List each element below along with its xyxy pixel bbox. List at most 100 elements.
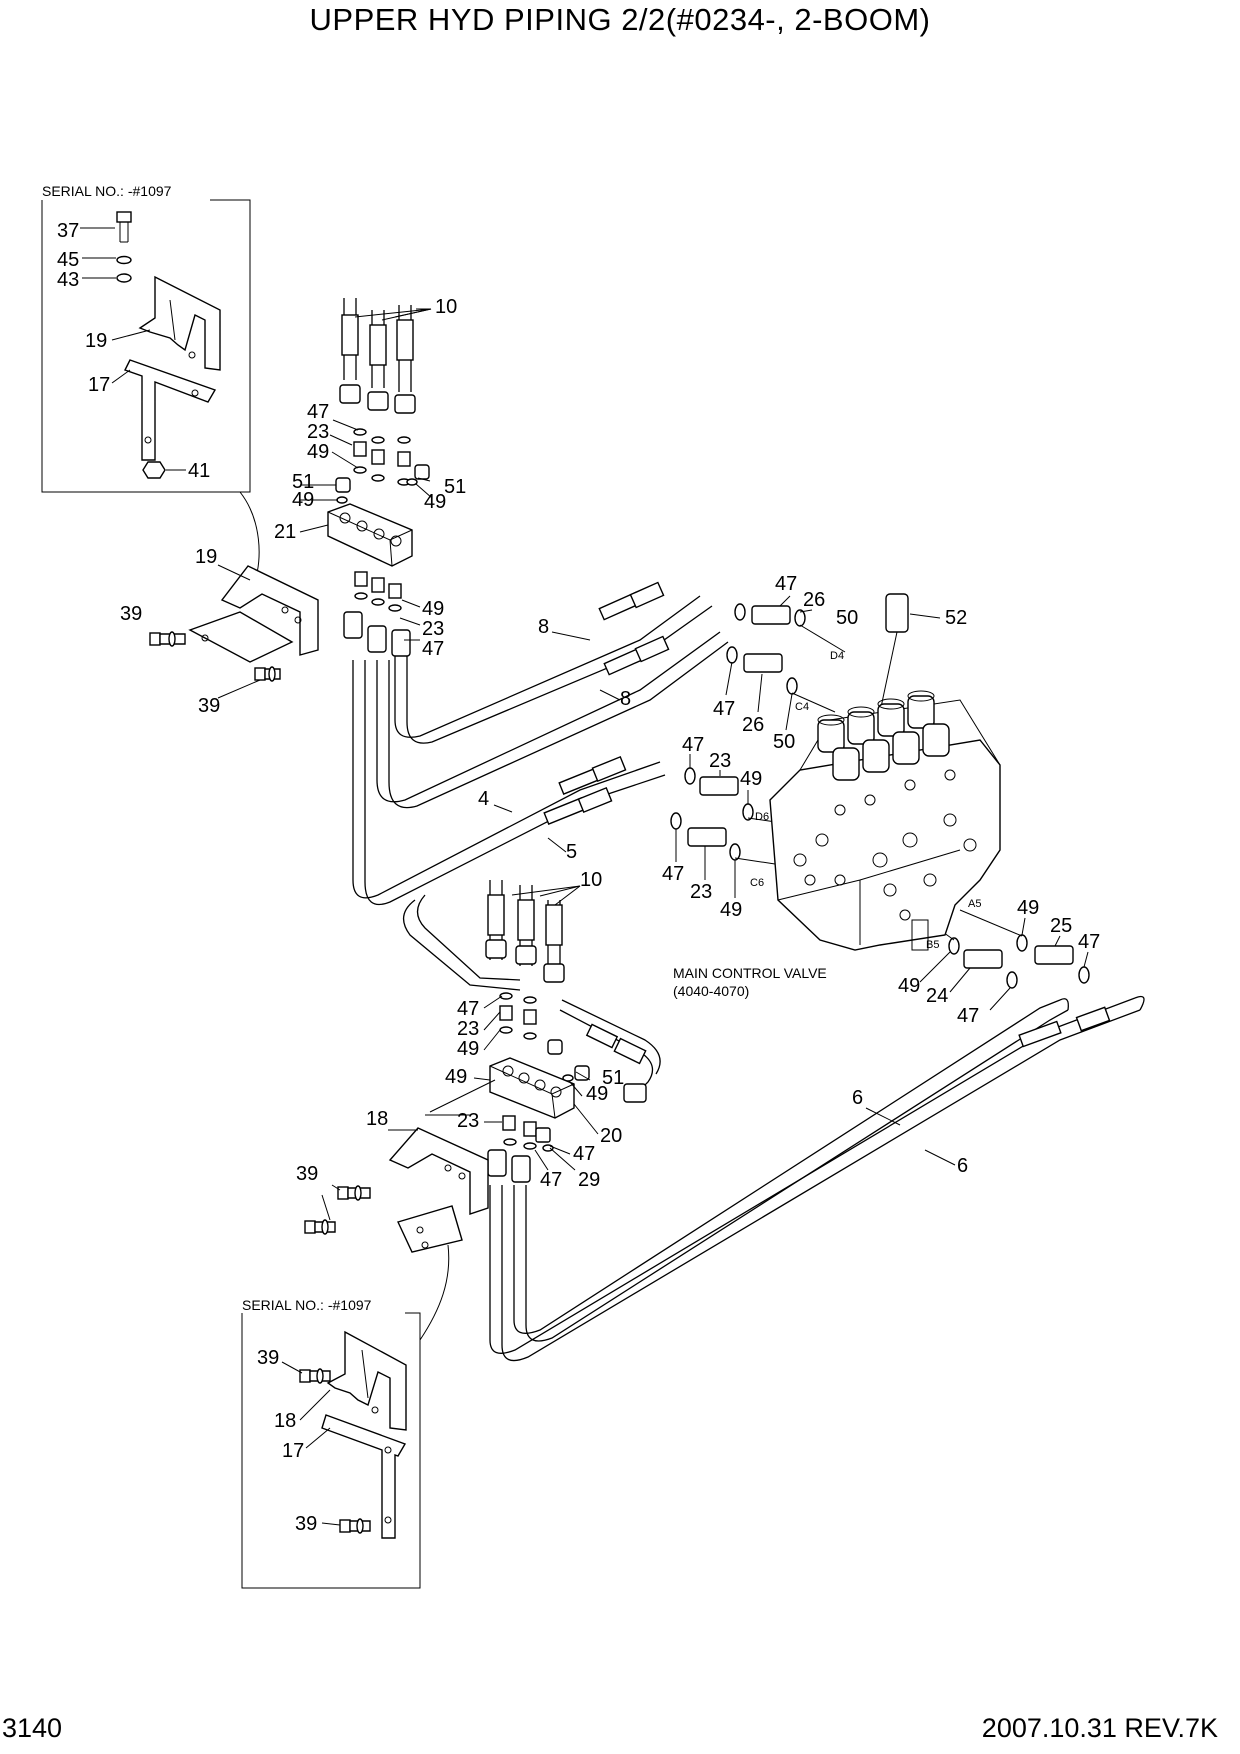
- callout: 47: [682, 734, 704, 756]
- callout: 49: [424, 491, 446, 513]
- callout: 50: [836, 607, 858, 629]
- callout: 4: [478, 788, 489, 810]
- port-label: D4: [830, 650, 844, 662]
- callout: 39: [295, 1513, 317, 1535]
- callout: 19: [195, 546, 217, 568]
- spool-caps: [817, 690, 950, 781]
- callout: 49: [898, 975, 920, 997]
- callout: 49: [740, 768, 762, 790]
- mcv-part-range: (4040-4070): [673, 983, 749, 999]
- manifold-block-21: [327, 503, 413, 567]
- upper-hose-ends: [339, 298, 416, 414]
- bolt-icon: [116, 211, 132, 243]
- callout: 19: [85, 330, 107, 352]
- callout: 47: [457, 998, 479, 1020]
- callout: 17: [88, 374, 110, 396]
- callout: 25: [1050, 915, 1072, 937]
- main-control-valve: [769, 690, 1001, 951]
- callout: 47: [573, 1143, 595, 1165]
- callout: 24: [926, 985, 948, 1007]
- port-label: D6: [755, 811, 769, 823]
- callout: 17: [282, 1440, 304, 1462]
- callout: 43: [57, 269, 79, 291]
- callout: 51: [444, 476, 466, 498]
- callout: 47: [540, 1169, 562, 1191]
- bracket-19: [149, 565, 319, 682]
- strap-icon: [321, 1414, 407, 1539]
- callout: 21: [274, 521, 296, 543]
- callout: 52: [945, 607, 967, 629]
- callout: 50: [773, 731, 795, 753]
- callout: 23: [307, 421, 329, 443]
- callout: 47: [957, 1005, 979, 1027]
- bolt-icon: [337, 1185, 371, 1201]
- callout: 39: [120, 603, 142, 625]
- sensor-plug-icon: [885, 593, 909, 633]
- callout: 5: [566, 841, 577, 863]
- strap-icon: [124, 359, 217, 461]
- bottom-inset: SERIAL NO.: -#1097: [241, 1297, 421, 1589]
- callout: 18: [366, 1108, 388, 1130]
- page-number: 3140: [2, 1713, 63, 1743]
- callout: 37: [57, 220, 79, 242]
- callout: 49: [1017, 897, 1039, 919]
- mcv-label: MAIN CONTROL VALVE: [673, 965, 827, 981]
- callout: 39: [257, 1347, 279, 1369]
- bolt-icon: [149, 631, 186, 647]
- manifold-block-20: [489, 1057, 575, 1119]
- callout: 51: [292, 471, 314, 493]
- callout: 26: [742, 714, 764, 736]
- callout: 23: [709, 750, 731, 772]
- bolt-icon: [299, 1368, 331, 1384]
- revision-stamp: 2007.10.31 REV.7K: [981, 1713, 1218, 1743]
- port-label: C6: [750, 877, 764, 889]
- callout: 41: [188, 460, 210, 482]
- bracket-18: [304, 1127, 489, 1253]
- callout: 6: [852, 1087, 863, 1109]
- callout: 47: [307, 401, 329, 423]
- bottom-inset-serial: SERIAL NO.: -#1097: [242, 1297, 372, 1313]
- callout: 47: [713, 698, 735, 720]
- callout: 51: [602, 1067, 624, 1089]
- top-inset: SERIAL NO.: -#1097: [41, 183, 251, 493]
- page-title: UPPER HYD PIPING 2/2(#0234-, 2-BOOM): [309, 2, 931, 37]
- valve-fittings: [670, 593, 1090, 989]
- nut-icon: [142, 461, 166, 479]
- port-label: B5: [926, 939, 939, 951]
- callout: 49: [445, 1066, 467, 1088]
- callout: 20: [600, 1125, 622, 1147]
- callout: 49: [586, 1083, 608, 1105]
- port-label: A5: [968, 898, 981, 910]
- callout: 8: [620, 688, 631, 710]
- callout: 45: [57, 249, 79, 271]
- bolt-icon: [339, 1518, 371, 1534]
- callout: 49: [307, 441, 329, 463]
- hose-runs: [352, 581, 1145, 1362]
- upper-fittings: [335, 428, 430, 504]
- callout: 49: [292, 489, 314, 511]
- callout: 26: [803, 589, 825, 611]
- lower-under-fittings: [487, 1115, 554, 1183]
- bracket-icon: [138, 275, 221, 371]
- callout: 39: [198, 695, 220, 717]
- upper-lower-fittings: [343, 571, 411, 657]
- callout: 49: [457, 1038, 479, 1060]
- port-label: C4: [795, 701, 809, 713]
- callout: 8: [538, 616, 549, 638]
- callout: 47: [775, 573, 797, 595]
- callout: 23: [422, 618, 444, 640]
- callout: 47: [662, 863, 684, 885]
- callout: 23: [690, 881, 712, 903]
- callout: 47: [422, 638, 444, 660]
- callout: 49: [422, 598, 444, 620]
- callout: 47: [1078, 931, 1100, 953]
- washer-icon: [116, 255, 132, 265]
- callout: 23: [457, 1110, 479, 1132]
- bracket-icon: [326, 1330, 407, 1431]
- bolt-icon: [304, 1219, 336, 1235]
- callout: 49: [720, 899, 742, 921]
- washer-icon: [116, 273, 132, 283]
- callout: 10: [435, 296, 457, 318]
- callout: 6: [957, 1155, 968, 1177]
